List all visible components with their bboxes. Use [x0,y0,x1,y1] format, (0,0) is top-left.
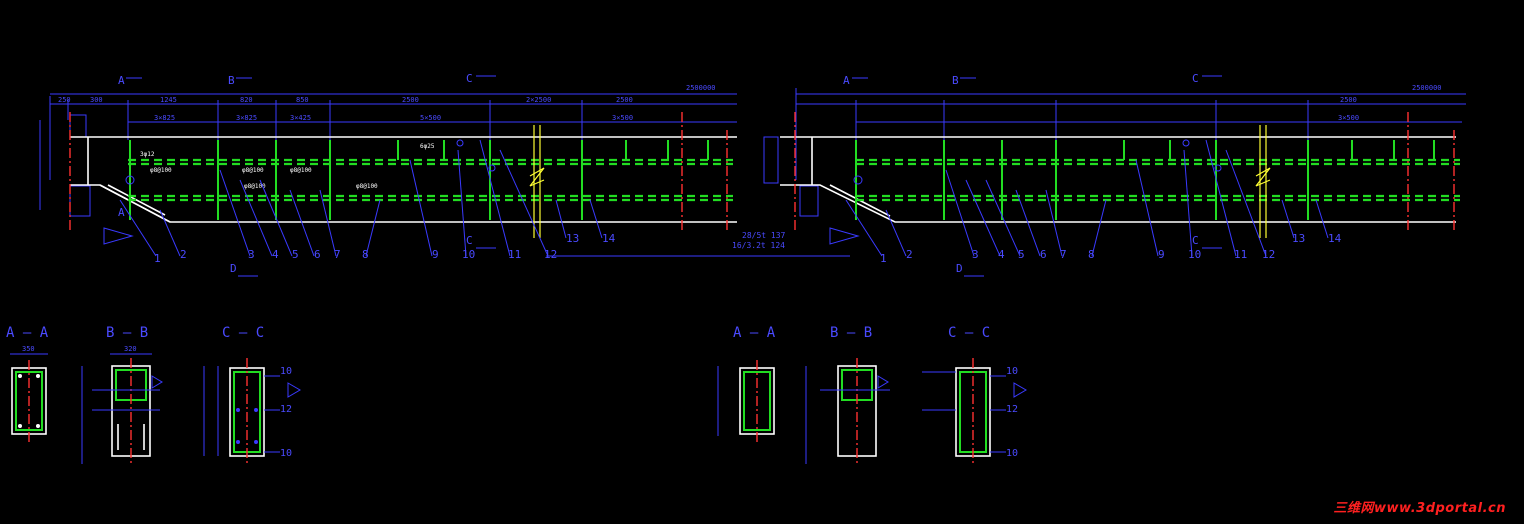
dim-820: 820 [240,96,253,104]
right-beam-elevation: A B C C D 2500 2500000 3×500 [763,72,1466,277]
section-b-b-right: B — B [805,325,890,464]
dim-2500: 2500 [402,96,419,104]
watermark-logo: 三维网www.3dportal.cn [1333,501,1506,516]
r-callout-9: 9 [1158,248,1165,261]
section-a-a-right: A — A [717,325,776,442]
svg-text:6φ25: 6φ25 [420,143,435,150]
svg-text:φ8@100: φ8@100 [290,167,312,174]
callout-14: 14 [602,232,616,245]
r-callout-13: 13 [1292,232,1305,245]
inner-dim-1: 3×825 [154,114,175,122]
r-section-c-label-bottom: 10 [1006,448,1018,459]
r-section-c-label-mid: 12 [1006,404,1018,415]
svg-text:φ8@100: φ8@100 [356,183,378,190]
callout-13: 13 [566,232,579,245]
slope-symbol [103,227,134,245]
svg-text:φ8@100: φ8@100 [244,183,266,190]
section-a-a-left: A — A 350 [6,325,49,442]
dim-overall: 2500000 [686,84,716,92]
beam-haunch [99,184,171,223]
r-section-label-a-a: A — A [733,325,776,341]
section-a-width: 350 [22,345,35,353]
r-callout-1: 1 [880,252,887,265]
r-callout-4: 4 [998,248,1005,261]
r-callout-10: 10 [1188,248,1201,261]
r-stirrups [855,140,1435,220]
r-callout-14: 14 [1328,232,1342,245]
r-callout-5: 5 [1018,248,1025,261]
r-section-mark-d: D [956,262,963,275]
dim-850: 850 [296,96,309,104]
inner-dim-2: 3×825 [236,114,257,122]
r-dim-overall: 2500000 [1412,84,1442,92]
beam-bottom-edge [70,184,737,223]
r-section-mark-c-bottom: C [1192,234,1199,247]
r-dim-2500: 2500 [1340,96,1357,104]
section-c-c-left: C — C 10 12 10 [203,325,301,464]
r-section-label-c-c: C — C [948,325,990,341]
section-mark-d: D [230,262,237,275]
section-b-b-left: B — B 320 [81,325,163,464]
left-beam-elevation: A B C C D A 250 300 1245 820 850 2500 2×… [39,72,850,277]
callout-11: 11 [508,248,521,261]
svg-text:φ8@100: φ8@100 [242,167,264,174]
r-section-mark-a: A [843,74,850,87]
section-label-b-b: B — B [106,325,148,341]
r-callout-2: 2 [906,248,913,261]
callout-6: 6 [314,248,321,261]
inner-dim-3: 3×425 [290,114,311,122]
section-mark-a: A [118,74,125,87]
section-b-width: 320 [124,345,137,353]
dim-1245: 1245 [160,96,177,104]
section-c-c-right: C — C 10 12 10 [922,325,1027,464]
section-c-label-top: 10 [280,366,292,377]
dim-300: 300 [90,96,103,104]
r-callout-6: 6 [1040,248,1047,261]
svg-text:3φ12: 3φ12 [140,151,155,158]
section-c-label-mid: 12 [280,404,292,415]
r-inner-dim: 3×500 [1338,114,1359,122]
inner-dim-4: 5×500 [420,114,441,122]
rebar-hook-mark [125,175,135,185]
section-label-a-a: A — A [6,325,49,341]
callout-leaders [119,139,603,257]
note-line-2: 16/3.2t 124 [732,241,785,250]
dim-2x2500: 2×2500 [526,96,551,104]
dim-250: 250 [58,96,71,104]
r-callout-12: 12 [1262,248,1275,261]
svg-text:φ8@100: φ8@100 [150,167,172,174]
r-callout-8: 8 [1088,248,1095,261]
r-callout-7: 7 [1060,248,1067,261]
callout-2: 2 [180,248,187,261]
callout-10: 10 [462,248,475,261]
callout-5: 5 [292,248,299,261]
r-section-mark-c: C [1192,72,1199,85]
callout-1: 1 [154,252,161,265]
callout-3: 3 [248,248,255,261]
dim-2500-b: 2500 [616,96,633,104]
section-mark-c-bottom: C [466,234,473,247]
section-mark-c: C [466,72,473,85]
callout-8: 8 [362,248,369,261]
section-label-c-c: C — C [222,325,264,341]
section-c-label-bottom: 10 [280,448,292,459]
note-line-1: 28/5t 137 [742,231,786,240]
r-section-label-b-b: B — B [830,325,872,341]
r-callout-3: 3 [972,248,979,261]
stirrups [129,140,709,220]
callout-9: 9 [432,248,439,261]
r-callout-11: 11 [1234,248,1247,261]
r-section-mark-b: B [952,74,959,87]
r-section-c-label-top: 10 [1006,366,1018,377]
r-callout-leaders [845,139,1329,257]
r-beam-bottom-edge [780,184,1456,223]
section-mark-a-bottom: A [118,206,125,219]
inner-dim-5: 3×500 [612,114,633,122]
section-mark-b: B [228,74,235,87]
callout-4: 4 [272,248,279,261]
callout-7: 7 [334,248,341,261]
callout-12: 12 [544,248,557,261]
